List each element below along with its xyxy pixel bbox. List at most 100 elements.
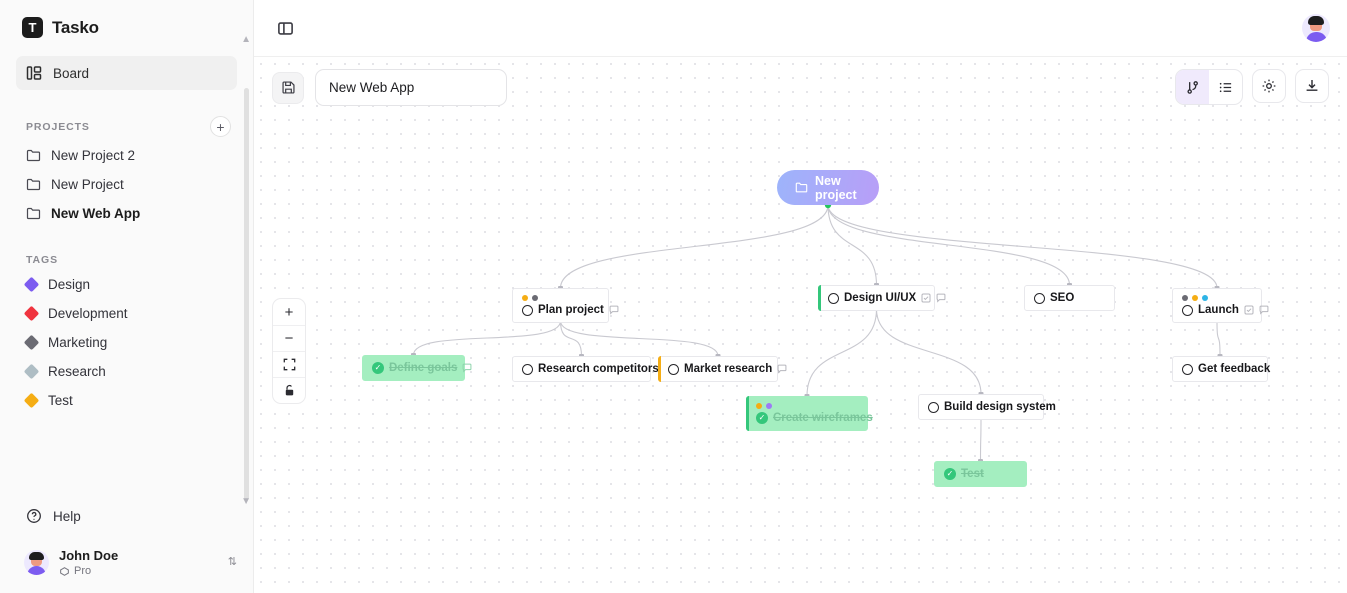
mindmap-node[interactable]: Get feedback: [1172, 356, 1270, 382]
mindmap-node[interactable]: Research competitors: [512, 356, 659, 382]
sidebar-item-board[interactable]: Board: [16, 56, 237, 90]
tag-color-swatch: [23, 363, 40, 380]
zoom-out-button[interactable]: −: [273, 325, 305, 351]
folder-icon: [26, 206, 41, 221]
checkbox-icon[interactable]: [1182, 363, 1193, 375]
chevron-updown-icon[interactable]: ⇅: [227, 556, 237, 569]
mindmap-root-node[interactable]: New project: [777, 170, 879, 205]
download-icon[interactable]: [1295, 69, 1329, 103]
node-status-bar: [818, 285, 821, 311]
git-branch-icon[interactable]: [1176, 70, 1209, 104]
mindmap-node-label: Research competitors: [538, 363, 659, 375]
mindmap-node[interactable]: ✓ Define goals: [362, 355, 472, 381]
user-avatar[interactable]: [1302, 14, 1330, 42]
node-main-row: Market research: [668, 363, 787, 375]
comment-icon[interactable]: [609, 305, 619, 315]
checkbox-icon[interactable]: [668, 363, 679, 375]
save-icon[interactable]: [272, 71, 304, 104]
user-profile[interactable]: John Doe Pro ⇅: [0, 540, 253, 593]
mindmap-node[interactable]: Build design system: [918, 394, 1056, 420]
sidebar-tag-item[interactable]: Design: [16, 270, 237, 299]
folder-icon: [26, 177, 41, 192]
sidebar-project-item[interactable]: New Web App: [16, 199, 237, 228]
board-icon: [26, 65, 42, 81]
sidebar-scrollbar[interactable]: [244, 88, 249, 500]
checkbox-checked-icon[interactable]: ✓: [756, 412, 768, 424]
node-tag-dot: [1192, 295, 1198, 301]
sidebar-tag-label: Research: [48, 364, 106, 379]
project-title-input[interactable]: [315, 69, 507, 106]
checkbox-checked-icon[interactable]: ✓: [372, 362, 384, 374]
mindmap-node[interactable]: Plan project: [512, 288, 619, 323]
mindmap-node-label: Test: [961, 468, 984, 480]
mindmap-node-label: Market research: [684, 363, 773, 375]
mindmap-node[interactable]: SEO: [1024, 285, 1115, 311]
folder-icon: [795, 181, 808, 194]
sidebar-item-help[interactable]: Help: [16, 500, 237, 532]
comment-icon[interactable]: [777, 364, 787, 374]
checkbox-checked-icon[interactable]: ✓: [944, 468, 956, 480]
node-main-row: SEO: [1034, 292, 1105, 304]
sidebar-tag-item[interactable]: Development: [16, 299, 237, 328]
app-logo: T: [22, 17, 43, 38]
tags-section-header: TAGS: [26, 254, 231, 266]
mindmap-node-label: Define goals: [389, 362, 458, 374]
mindmap-node[interactable]: Design UI/UX: [818, 285, 946, 311]
lock-icon[interactable]: [273, 377, 305, 403]
zoom-in-button[interactable]: +: [284, 303, 294, 321]
node-tag-dot: [1202, 295, 1208, 301]
check-square-icon[interactable]: [1244, 305, 1254, 315]
checkbox-icon[interactable]: [522, 363, 533, 375]
mindmap-node-label: Create wireframes: [773, 412, 873, 424]
brand: T Tasko: [0, 0, 253, 38]
mindmap-node[interactable]: Market research: [658, 356, 787, 382]
sidebar-tag-item[interactable]: Test: [16, 386, 237, 415]
comment-icon[interactable]: [462, 363, 472, 373]
sidebar-project-item[interactable]: New Project: [16, 170, 237, 199]
mindmap-node[interactable]: ✓ Test: [934, 461, 1027, 487]
node-main-row: Build design system: [928, 401, 1056, 413]
sidebar-tag-label: Development: [48, 306, 128, 321]
checkbox-icon[interactable]: [928, 401, 939, 413]
panel-left-icon[interactable]: [272, 15, 298, 41]
comment-icon[interactable]: [936, 293, 946, 303]
checkbox-icon[interactable]: [1034, 292, 1045, 304]
fit-screen-icon[interactable]: [273, 351, 305, 377]
sidebar-tag-item[interactable]: Research: [16, 357, 237, 386]
sidebar-project-label: New Project 2: [51, 148, 136, 163]
node-tag-dot: [532, 295, 538, 301]
check-square-icon[interactable]: [921, 293, 931, 303]
node-tag-dot: [1182, 295, 1188, 301]
node-status-bar: [746, 396, 749, 431]
help-icon: [26, 508, 42, 524]
mindmap-node[interactable]: ✓ Create wireframes: [746, 396, 873, 431]
mindmap-node[interactable]: Launch: [1172, 288, 1269, 323]
folder-icon: [26, 148, 41, 163]
add-project-button[interactable]: +: [210, 116, 231, 137]
mindmap-node-label: SEO: [1050, 292, 1075, 304]
checkbox-icon[interactable]: [828, 292, 839, 304]
view-switcher: [1175, 69, 1243, 105]
comment-icon[interactable]: [1259, 305, 1269, 315]
tag-color-swatch: [23, 305, 40, 322]
projects-title: PROJECTS: [26, 120, 90, 133]
sidebar-project-item[interactable]: New Project 2: [16, 141, 237, 170]
mindmap-node-label: Launch: [1198, 304, 1239, 316]
projects-section-header: PROJECTS +: [26, 116, 231, 137]
list-icon[interactable]: [1209, 70, 1242, 104]
checkbox-icon[interactable]: [1182, 304, 1193, 316]
scroll-down-arrow[interactable]: ▼: [241, 496, 251, 507]
mindmap-node-label: Plan project: [538, 304, 604, 316]
checkbox-icon[interactable]: [522, 304, 533, 316]
sidebar-tag-label: Design: [48, 277, 91, 292]
gear-icon[interactable]: [1252, 69, 1286, 103]
canvas-zoom-controls: + −: [272, 298, 306, 404]
sidebar-project-label: New Project: [51, 177, 124, 192]
sidebar-tag-item[interactable]: Marketing: [16, 328, 237, 357]
node-tag-dot: [766, 403, 772, 409]
mindmap-node-label: New project: [815, 173, 857, 202]
scroll-up-arrow[interactable]: ▲: [241, 34, 251, 45]
